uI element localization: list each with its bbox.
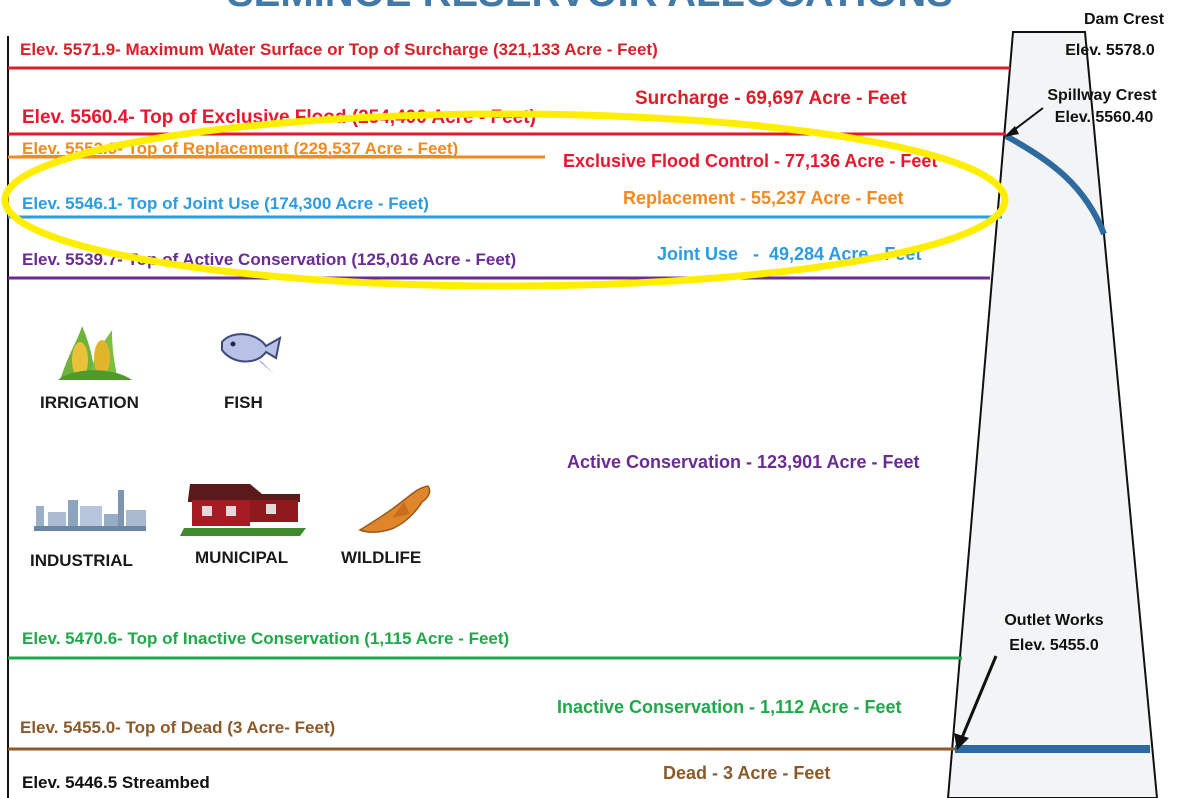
- irrigation-icon: [58, 326, 132, 380]
- streambed-label: Elev. 5446.5 Streambed: [22, 773, 210, 792]
- outlet-works-label: Outlet Works: [1004, 612, 1103, 629]
- inactive-pool-label: Inactive Conservation - 1,112 Acre - Fee…: [557, 697, 901, 717]
- dead-label: Elev. 5455.0- Top of Dead (3 Acre- Feet): [20, 718, 335, 737]
- dam-crest-elev: Elev. 5578.0: [1065, 42, 1155, 59]
- dam-body: [946, 31, 1159, 798]
- spillway-crest-elev: Elev. 5560.40: [1055, 109, 1154, 126]
- fish-label: FISH: [224, 393, 263, 412]
- active-pool-label: Active Conservation - 123,901 Acre - Fee…: [567, 452, 919, 472]
- dead-pool-label: Dead - 3 Acre - Feet: [663, 763, 830, 783]
- spillway-arrowhead: [1004, 126, 1019, 137]
- replacement-pool-label: Replacement - 55,237 Acre - Feet: [623, 188, 903, 208]
- industrial-label: INDUSTRIAL: [30, 551, 133, 570]
- title-fragment: SEMINOE RESERVOIR ALLOCATIONS: [227, 0, 953, 15]
- municipal-icon: [180, 484, 306, 536]
- max-surface-label: Elev. 5571.9- Maximum Water Surface or T…: [20, 40, 658, 59]
- joint-use-label: Elev. 5546.1- Top of Joint Use (174,300 …: [22, 194, 429, 213]
- wildlife-label: WILDLIFE: [341, 548, 421, 567]
- outlet-arrowhead: [954, 733, 969, 750]
- outlet-arrow: [959, 655, 998, 741]
- spillway-crest-label: Spillway Crest: [1047, 87, 1157, 104]
- active-label: Elev. 5539.7- Top of Active Conservation…: [22, 250, 516, 269]
- flood-pool-label: Exclusive Flood Control - 77,136 Acre - …: [563, 151, 937, 171]
- dam-crest-label: Dam Crest: [1084, 11, 1165, 28]
- municipal-label: MUNICIPAL: [195, 548, 288, 567]
- industrial-icon: [34, 490, 146, 531]
- inactive-label: Elev. 5470.6- Top of Inactive Conservati…: [22, 629, 509, 648]
- surcharge-pool-label: Surcharge - 69,697 Acre - Feet: [635, 88, 907, 109]
- spillway-curve: [1004, 133, 1107, 236]
- outlet-works-elev: Elev. 5455.0: [1009, 637, 1099, 654]
- highlight-ellipse: [1, 110, 1009, 290]
- wildlife-icon: [358, 485, 431, 533]
- irrigation-label: IRRIGATION: [40, 393, 139, 412]
- fish-icon: [221, 333, 282, 374]
